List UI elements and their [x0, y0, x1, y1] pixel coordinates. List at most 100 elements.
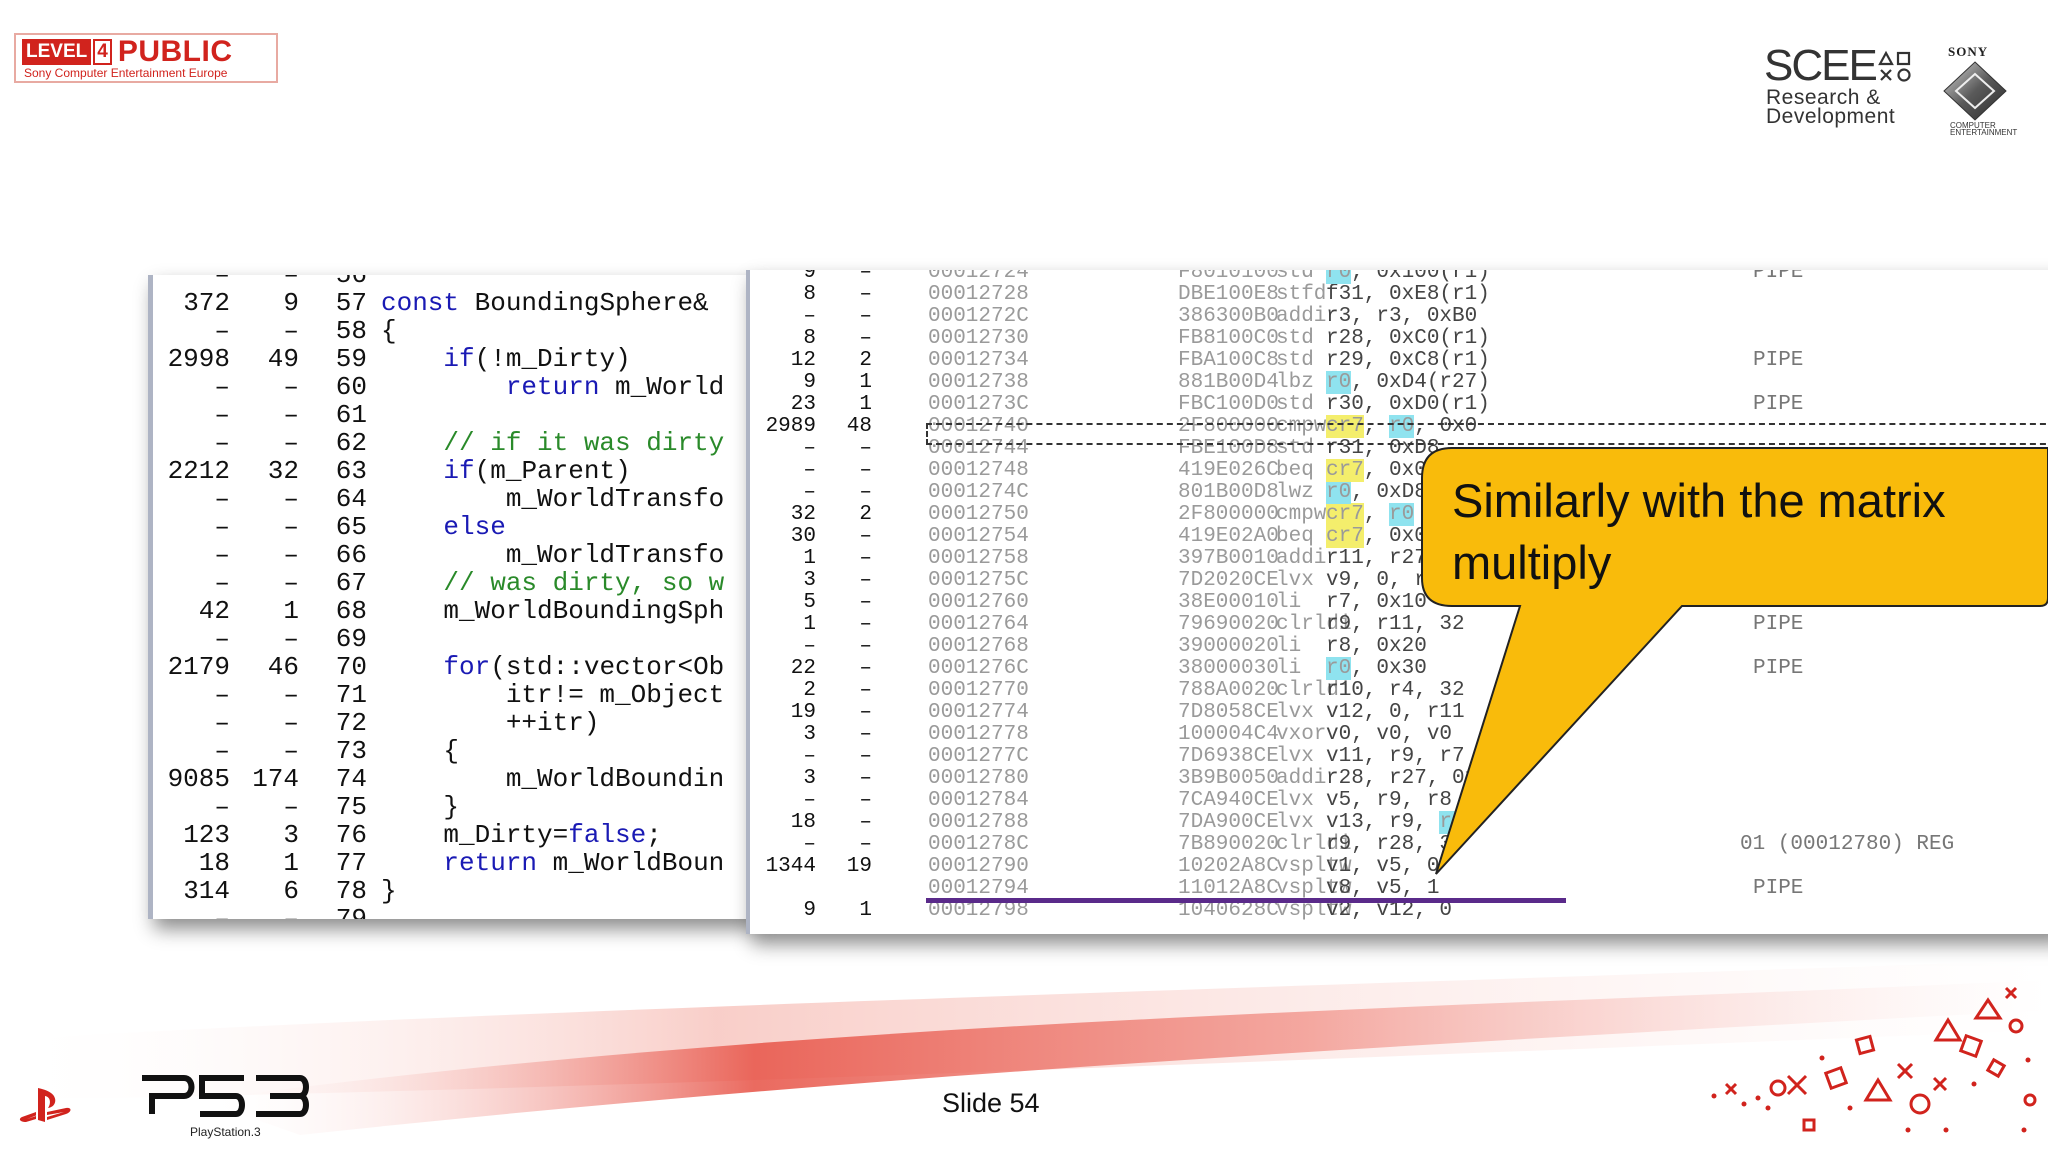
hit-count: –	[859, 833, 872, 856]
opcode: 7B890020	[1178, 833, 1279, 856]
operand-text: , 0x0	[1363, 525, 1427, 548]
sample-count: –	[214, 372, 230, 402]
decorative-shapes-pattern	[1711, 986, 2037, 1133]
hit-count: –	[859, 789, 872, 812]
purple-underline	[926, 898, 1566, 903]
source-row: ––60 return m_World	[153, 373, 753, 401]
sample-count: 2179	[167, 652, 230, 682]
level4-public-badge: LEVEL 4 PUBLIC Sony Computer Entertainme…	[14, 33, 278, 83]
code-text: }	[381, 792, 460, 822]
opcode: F8010100	[1178, 270, 1279, 284]
mnemonic: lvx	[1276, 701, 1314, 724]
address: 00012770	[928, 679, 1029, 702]
opcode: FBC100D0	[1178, 393, 1279, 416]
operands: v9, 0, r4	[1326, 570, 1439, 592]
address: 00012768	[928, 635, 1029, 658]
sample-count: 1	[803, 547, 816, 570]
mnemonic: addi	[1276, 305, 1327, 328]
hit-count: –	[859, 591, 872, 614]
operands: cr7, r0	[1326, 503, 1415, 526]
hit-count: –	[283, 372, 299, 402]
hit-count: 1	[859, 371, 872, 394]
operands: v12, 0, r11	[1326, 702, 1465, 724]
operand-text: v1, v5, 0	[1326, 855, 1440, 878]
address: 00012738	[928, 371, 1029, 394]
hit-count: –	[859, 283, 872, 306]
operands: r10, r4, 32	[1326, 680, 1465, 702]
operands: v11, r9, r7	[1326, 746, 1465, 768]
mnemonic: beq	[1276, 525, 1314, 548]
sample-count: –	[214, 904, 230, 919]
opcode: 7CA940CE	[1178, 789, 1279, 812]
mnemonic: addi	[1276, 767, 1327, 790]
sample-count: 9	[803, 371, 816, 394]
sample-count: –	[214, 708, 230, 738]
line-number: 79	[335, 904, 367, 919]
sample-count: –	[803, 459, 816, 482]
hit-count: 174	[252, 764, 299, 794]
operands: r28, 0xC0(r1)	[1326, 328, 1490, 350]
opcode: 10202A8C	[1178, 855, 1279, 878]
mnemonic: stfd	[1276, 283, 1327, 306]
address: 00012734	[928, 349, 1029, 372]
operands: r0, 0xD8	[1326, 481, 1427, 504]
address: 0001277C	[928, 745, 1029, 768]
hit-count: 1	[283, 848, 299, 878]
operand-text: , 0x0	[1363, 459, 1427, 482]
sample-count: 12	[790, 349, 816, 372]
mnemonic: vspltw	[1276, 855, 1352, 878]
register-highlight: r0	[1326, 657, 1352, 680]
mnemonic: li	[1276, 657, 1302, 680]
address: 00012790	[928, 855, 1029, 878]
opcode: 386300B0	[1178, 305, 1279, 328]
scee-title: SCEE	[1764, 41, 1878, 90]
line-number: 57	[335, 288, 367, 318]
hit-count: 1	[859, 899, 872, 922]
line-number: 59	[335, 344, 367, 374]
sample-count: –	[803, 437, 816, 460]
sample-count: –	[803, 833, 816, 856]
operands: v8, v5, 1	[1326, 878, 1439, 900]
hit-count: –	[283, 708, 299, 738]
hit-count: –	[283, 316, 299, 346]
ps3-subtitle: PlayStation.3	[190, 1125, 261, 1139]
operand-text: r30, 0xD0(r1)	[1326, 393, 1490, 416]
source-row: ––66 m_WorldTransfo	[153, 541, 753, 569]
hit-count: 2	[859, 503, 872, 526]
address: 00012788	[928, 811, 1029, 834]
hit-count: –	[283, 904, 299, 919]
operands: cr7, 0x0	[1326, 459, 1427, 482]
sample-count: 8	[803, 283, 816, 306]
address: 00012758	[928, 547, 1029, 570]
hit-count: –	[859, 613, 872, 636]
operand-text: r8, 0x20	[1326, 635, 1427, 658]
hit-count: 49	[267, 344, 299, 374]
operands: r8, 0x20	[1326, 636, 1427, 658]
hit-count: 1	[283, 596, 299, 626]
operands: r0, 0xD4(r27)	[1326, 371, 1490, 394]
hit-count: –	[859, 481, 872, 504]
opcode: 3B9B0050	[1178, 767, 1279, 790]
code-text: itr!= m_Object	[381, 680, 725, 710]
code-text: if(!m_Dirty)	[443, 344, 631, 374]
operands: r7, 0x10	[1326, 592, 1427, 614]
hit-count: –	[859, 305, 872, 328]
operand-text: v11, r9, r7	[1326, 745, 1465, 768]
hit-count: 48	[846, 415, 872, 438]
